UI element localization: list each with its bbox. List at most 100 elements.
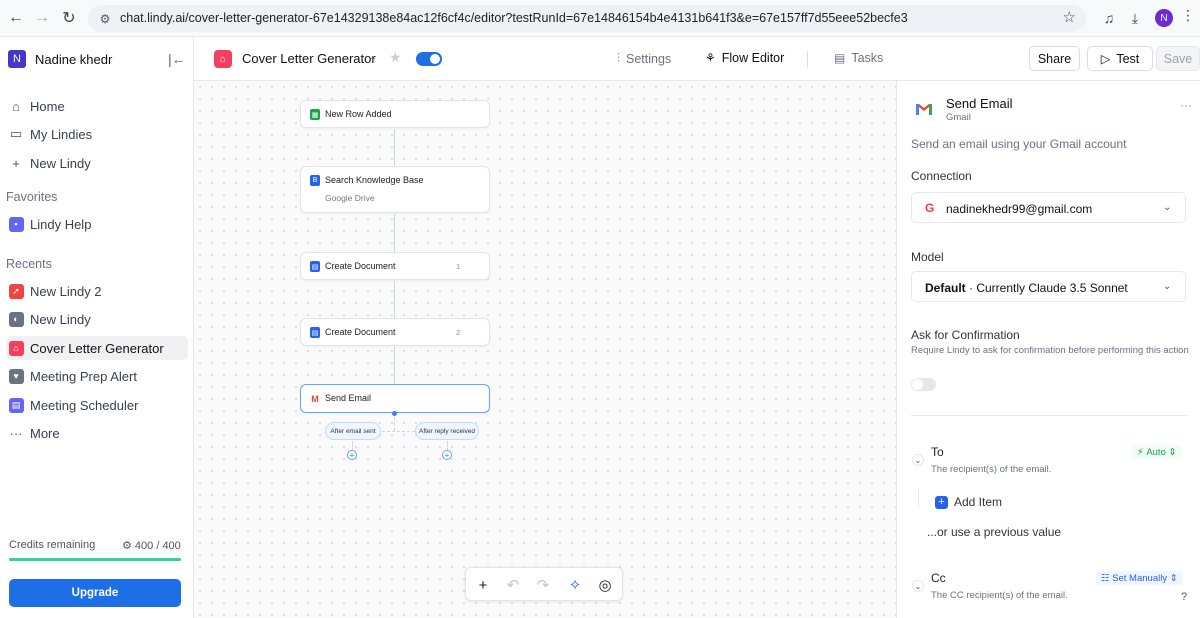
gear-app-icon: ◐: [8, 311, 24, 327]
forward-arrow-icon[interactable]: →: [34, 9, 50, 26]
address-bar[interactable]: ⚙ chat.lindy.ai/cover-letter-generator-6…: [88, 5, 1086, 32]
sheets-icon: ▦: [310, 109, 320, 120]
knowledge-base-icon: B: [310, 175, 320, 186]
home-icon: ⌂: [12, 98, 20, 114]
add-step-after-sent-icon[interactable]: +: [347, 450, 357, 460]
cc-field-label: Cc: [931, 571, 946, 585]
rocket-icon: ➚: [8, 283, 24, 299]
expand-to-chevron-icon[interactable]: ⌄: [912, 454, 924, 466]
tab-label: Tasks: [851, 51, 884, 65]
model-select[interactable]: Default · Currently Claude 3.5 Sonnet ⌄: [911, 271, 1186, 302]
tab-flow-editor[interactable]: ⚘ Flow Editor: [705, 51, 784, 65]
sidebar-item-my-lindies[interactable]: ▭ My Lindies: [6, 122, 188, 146]
site-settings-icon[interactable]: ⚙: [99, 12, 111, 26]
sidebar-item-lindy-help[interactable]: ▪ Lindy Help: [6, 212, 188, 236]
panel-subtitle: Gmail: [946, 112, 971, 123]
agent-house-icon: ⌂: [214, 50, 232, 68]
user-avatar: N: [8, 50, 26, 68]
panel-description: Send an email using your Gmail account: [911, 137, 1127, 151]
share-button[interactable]: Share: [1029, 46, 1080, 71]
agent-enabled-toggle[interactable]: [416, 52, 442, 66]
browser-profile-avatar[interactable]: N: [1155, 9, 1173, 27]
redo-icon[interactable]: ↷: [536, 577, 550, 594]
undo-icon[interactable]: ↶: [506, 577, 520, 594]
test-button[interactable]: ▷ Test: [1087, 46, 1153, 71]
user-menu[interactable]: N Nadine khedr: [8, 50, 112, 68]
fit-view-icon[interactable]: ◎: [598, 577, 612, 594]
gmail-icon: [916, 104, 932, 115]
sidebar-item-new-lindy-recent[interactable]: ◐ New Lindy: [6, 307, 188, 331]
cc-mode-manual-badge[interactable]: ☷ Set Manually ⇕: [1096, 571, 1183, 585]
use-previous-value-link[interactable]: ...or use a previous value: [927, 525, 1062, 539]
favorite-star-icon[interactable]: ★: [389, 49, 402, 65]
node-output-handle[interactable]: [392, 411, 397, 416]
node-index-badge: 1: [456, 262, 461, 271]
expand-cc-chevron-icon[interactable]: ⌄: [912, 580, 924, 592]
credits-label: Credits remaining: [9, 539, 96, 551]
to-field-label: To: [931, 445, 944, 459]
chat-bubble-icon: ▪: [8, 216, 24, 232]
save-button[interactable]: Save: [1156, 46, 1200, 71]
flow-node-search-knowledge-base[interactable]: B Search Knowledge Base Google Drive: [300, 166, 490, 213]
flow-node-create-document-2[interactable]: ▤ Create Document 2: [300, 318, 490, 346]
download-icon[interactable]: ⤓: [1131, 9, 1139, 26]
agent-name[interactable]: Cover Letter Generator: [242, 51, 376, 66]
tab-settings[interactable]: ⫶ Settings: [617, 51, 671, 66]
model-value: Default · Currently Claude 3.5 Sonnet: [925, 281, 1128, 295]
bookmark-star-icon[interactable]: ☆: [1062, 9, 1076, 26]
node-title: Create Document: [325, 261, 396, 271]
canvas-toolbar: + ↶ ↷ ✧ ◎: [465, 567, 623, 601]
branch-after-email-sent[interactable]: After email sent: [325, 422, 381, 440]
flow-node-send-email[interactable]: M Send Email: [300, 384, 490, 413]
step-config-panel: Send Email Gmail ··· Send an email using…: [896, 81, 1200, 618]
tasks-icon: ▤: [834, 51, 846, 65]
sidebar-item-new-lindy[interactable]: + New Lindy: [6, 151, 188, 175]
chevron-down-icon: ⌄: [1163, 281, 1172, 292]
connector-line: [394, 214, 395, 252]
tab-tasks[interactable]: ▤ Tasks: [834, 51, 883, 65]
mode-label: Set Manually: [1112, 572, 1168, 584]
connector-line: [394, 129, 395, 167]
sidebar-item-meeting-scheduler[interactable]: ▤ Meeting Scheduler: [6, 393, 188, 417]
credits-count: 400 / 400: [134, 540, 181, 552]
flow-node-create-document-1[interactable]: ▤ Create Document 1: [300, 252, 490, 280]
credits-progress-fill: [9, 558, 181, 561]
confirmation-toggle[interactable]: [911, 378, 936, 391]
sidebar-item-label: Meeting Scheduler: [30, 397, 139, 413]
tab-label: Settings: [626, 51, 672, 66]
add-node-icon[interactable]: +: [478, 576, 488, 594]
sidebar-item-home[interactable]: ⌂ Home: [6, 94, 188, 118]
url-text: chat.lindy.ai/cover-letter-generator-67e…: [120, 11, 908, 25]
plus-icon: +: [935, 495, 948, 509]
folder-icon: ▭: [9, 126, 23, 141]
field-tree-line: [918, 489, 919, 507]
collapse-sidebar-icon[interactable]: |←: [168, 51, 186, 67]
chevron-down-icon[interactable]: ⌄: [369, 52, 378, 63]
confirmation-label: Ask for Confirmation: [911, 328, 1020, 342]
model-value-default: Default: [925, 281, 966, 295]
upgrade-button[interactable]: Upgrade: [9, 579, 181, 607]
add-step-after-reply-icon[interactable]: +: [442, 450, 452, 460]
help-icon[interactable]: ?: [1181, 591, 1188, 603]
sidebar-item-new-lindy-2[interactable]: ➚ New Lindy 2: [6, 279, 188, 303]
sidebar-item-meeting-prep-alert[interactable]: ♥ Meeting Prep Alert: [6, 364, 188, 388]
flow-node-new-row-added[interactable]: ▦ New Row Added: [300, 100, 490, 128]
add-item-button[interactable]: + Add Item: [935, 495, 1002, 509]
plus-icon: +: [12, 155, 20, 171]
to-mode-auto-badge[interactable]: ⚡ Auto ⇕: [1132, 445, 1182, 459]
node-index-badge: 2: [456, 328, 461, 337]
back-arrow-icon[interactable]: ←: [8, 9, 24, 26]
browser-menu-icon[interactable]: ⋮: [1181, 7, 1195, 23]
cc-field-description: The CC recipient(s) of the email.: [931, 590, 1068, 601]
tab-label: Flow Editor: [721, 51, 785, 65]
media-control-icon[interactable]: ♫: [1103, 10, 1115, 26]
branch-after-reply-received[interactable]: After reply received: [415, 422, 479, 440]
reload-icon[interactable]: ↻: [62, 10, 76, 27]
sidebar-item-cover-letter-generator[interactable]: ⌂ Cover Letter Generator: [6, 336, 188, 360]
connection-select[interactable]: G nadinekhedr99@gmail.com ⌄: [911, 192, 1186, 223]
sidebar-item-more[interactable]: ··· More: [6, 421, 188, 445]
flow-canvas[interactable]: ▦ New Row Added B Search Knowledge Base …: [194, 81, 896, 618]
more-options-icon[interactable]: ···: [1180, 98, 1192, 112]
auto-layout-icon[interactable]: ✧: [568, 577, 582, 594]
panel-divider: [911, 415, 1187, 416]
